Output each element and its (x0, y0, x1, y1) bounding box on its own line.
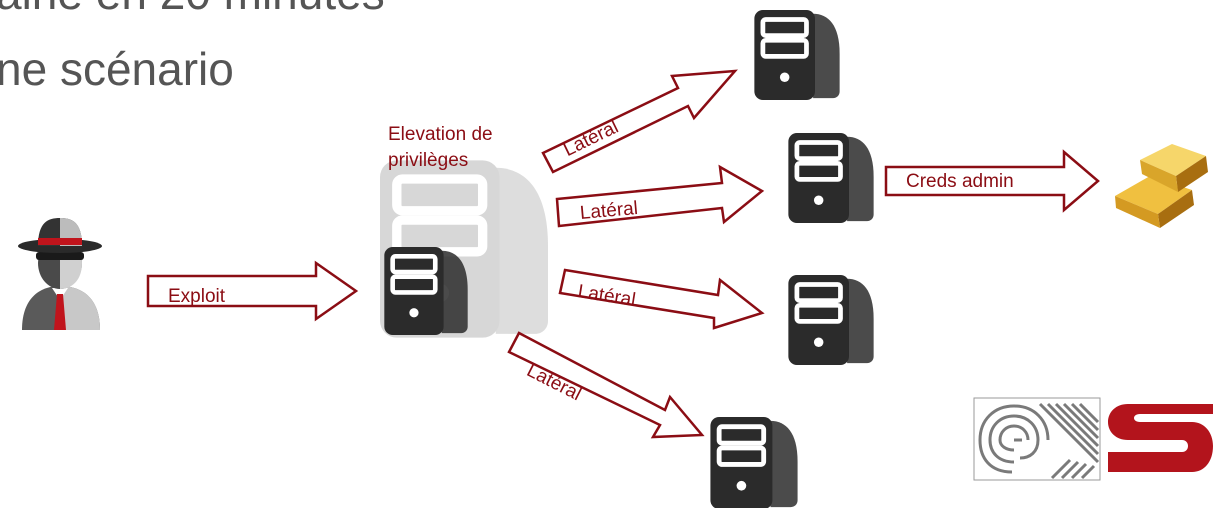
elevation-label: Elevation de privilèges (388, 122, 493, 174)
elevation-label-line-1: Elevation de (388, 124, 493, 145)
lateral-arrow-3 (558, 268, 765, 330)
creds-admin-arrow (884, 149, 1100, 213)
lateral-arrow-2 (555, 164, 765, 228)
spy-hacker-icon (18, 218, 102, 330)
lateral-label-2: Latéral (579, 197, 639, 224)
gold-bars-icon (1115, 144, 1208, 228)
target-server-4-icon (710, 417, 797, 508)
source-server-icon (384, 247, 467, 335)
lateral-arrow-4 (507, 331, 705, 439)
exploit-arrow (146, 260, 359, 322)
target-server-2-icon (788, 133, 873, 223)
slide-title-line-1: aine en 20 minutes (0, 0, 385, 20)
exploit-label: Exploit (168, 286, 226, 307)
creds-admin-label: Creds admin (906, 171, 1014, 192)
slide-title-line-2: ne scénario (0, 43, 234, 95)
elevation-label-line-2: privilèges (388, 150, 469, 171)
maze-s-logo (973, 397, 1213, 481)
lateral-arrow-1 (541, 69, 738, 174)
target-server-3-icon (788, 275, 873, 365)
target-server-1-icon (754, 10, 839, 100)
